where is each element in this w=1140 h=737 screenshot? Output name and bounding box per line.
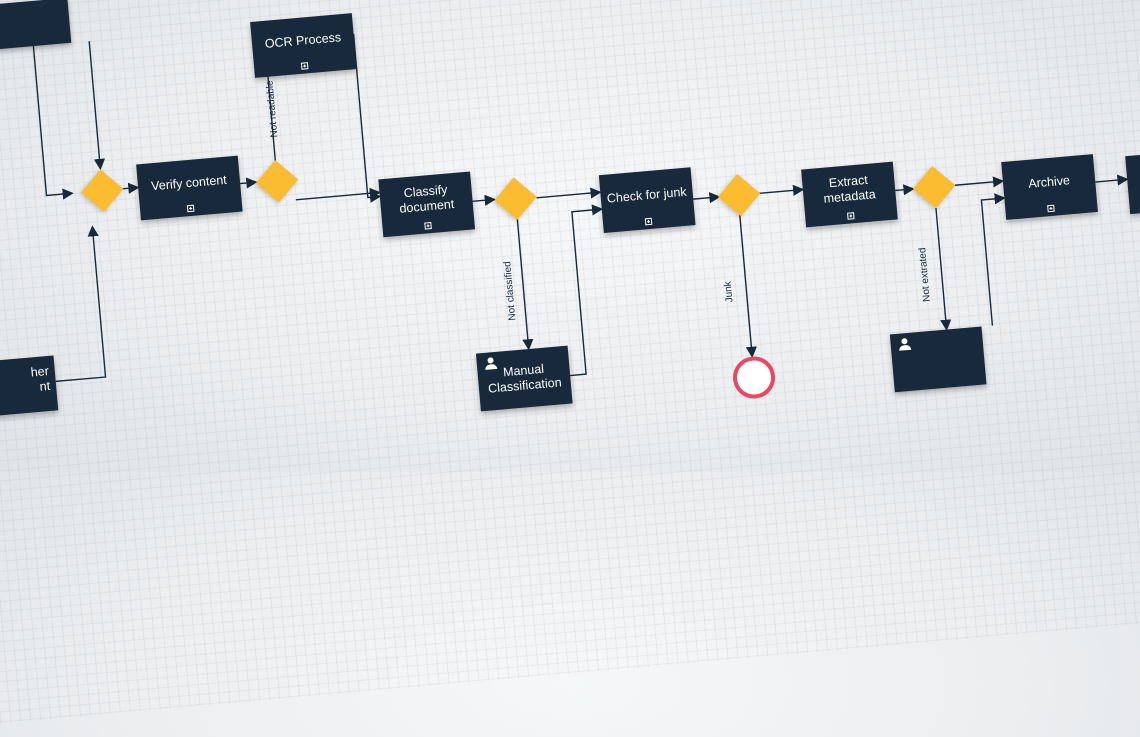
task-label: Manual Classification: [487, 361, 563, 396]
task-label: Check for junk: [606, 184, 688, 206]
edge-archive-to-right: [1095, 174, 1129, 186]
task-archive[interactable]: Archive: [1001, 154, 1098, 220]
edge-classify-to-gw3: [472, 194, 496, 206]
edge-manual-to-check: [570, 204, 604, 377]
plus-square-icon[interactable]: [644, 217, 653, 226]
edge-verify-to-gw2: [240, 177, 258, 189]
edge-bottom-right-to-archive: [980, 193, 1006, 326]
task-label: Verify content: [150, 172, 228, 193]
plus-square-icon[interactable]: [300, 62, 309, 70]
task-label: Classify document: [398, 182, 455, 216]
diagram-canvas: her nt Verify content OCR Process Not re…: [0, 0, 1140, 472]
task-label: Archive: [1027, 172, 1071, 191]
edge-check-to-gw4: [693, 192, 721, 204]
edge-gw5-to-archive: [954, 176, 1005, 188]
edge-ocr-to-classify: [352, 34, 382, 203]
user-icon: [484, 357, 498, 370]
task-manual-classification[interactable]: Manual Classification: [475, 345, 573, 412]
task-ocr-process[interactable]: OCR Process: [250, 13, 357, 78]
user-icon: [898, 338, 912, 351]
task-partial-left-bottom[interactable]: her nt: [0, 355, 59, 419]
edge-extract-to-gw5: [895, 184, 915, 196]
task-label: her nt: [30, 363, 51, 394]
edge-gw3-to-manual: [516, 217, 534, 351]
edge-gw4-to-extract: [758, 184, 805, 196]
plus-square-icon[interactable]: [186, 204, 195, 213]
task-verify-content[interactable]: Verify content: [136, 155, 243, 221]
task-extract-metadata[interactable]: Extract metadata: [801, 161, 898, 228]
task-check-for-junk[interactable]: Check for junk: [598, 167, 696, 234]
edge-left-top-to-gw1: [30, 26, 74, 200]
edge-gw4-to-end: [739, 215, 757, 358]
plus-square-icon[interactable]: [847, 212, 855, 220]
task-classify-document[interactable]: Classify document: [378, 171, 476, 238]
edge-left-bottom-to-gw1: [55, 225, 107, 383]
edge-gw1-to-verify: [122, 182, 140, 194]
task-label: OCR Process: [264, 29, 342, 51]
task-partial-bottom[interactable]: [889, 326, 987, 393]
task-label: Extract metadata: [823, 172, 877, 206]
plus-square-icon[interactable]: [1047, 204, 1055, 213]
plus-square-icon[interactable]: [424, 222, 432, 230]
edge-label-junk: Junk: [722, 280, 736, 303]
edge-top-to-gw1: [86, 21, 106, 171]
edge-gw5-down: [935, 207, 952, 331]
edge-gw2-to-classify: [295, 187, 381, 201]
edge-gw3-to-check: [536, 187, 602, 199]
process-diagram: her nt Verify content OCR Process Not re…: [0, 0, 1140, 521]
